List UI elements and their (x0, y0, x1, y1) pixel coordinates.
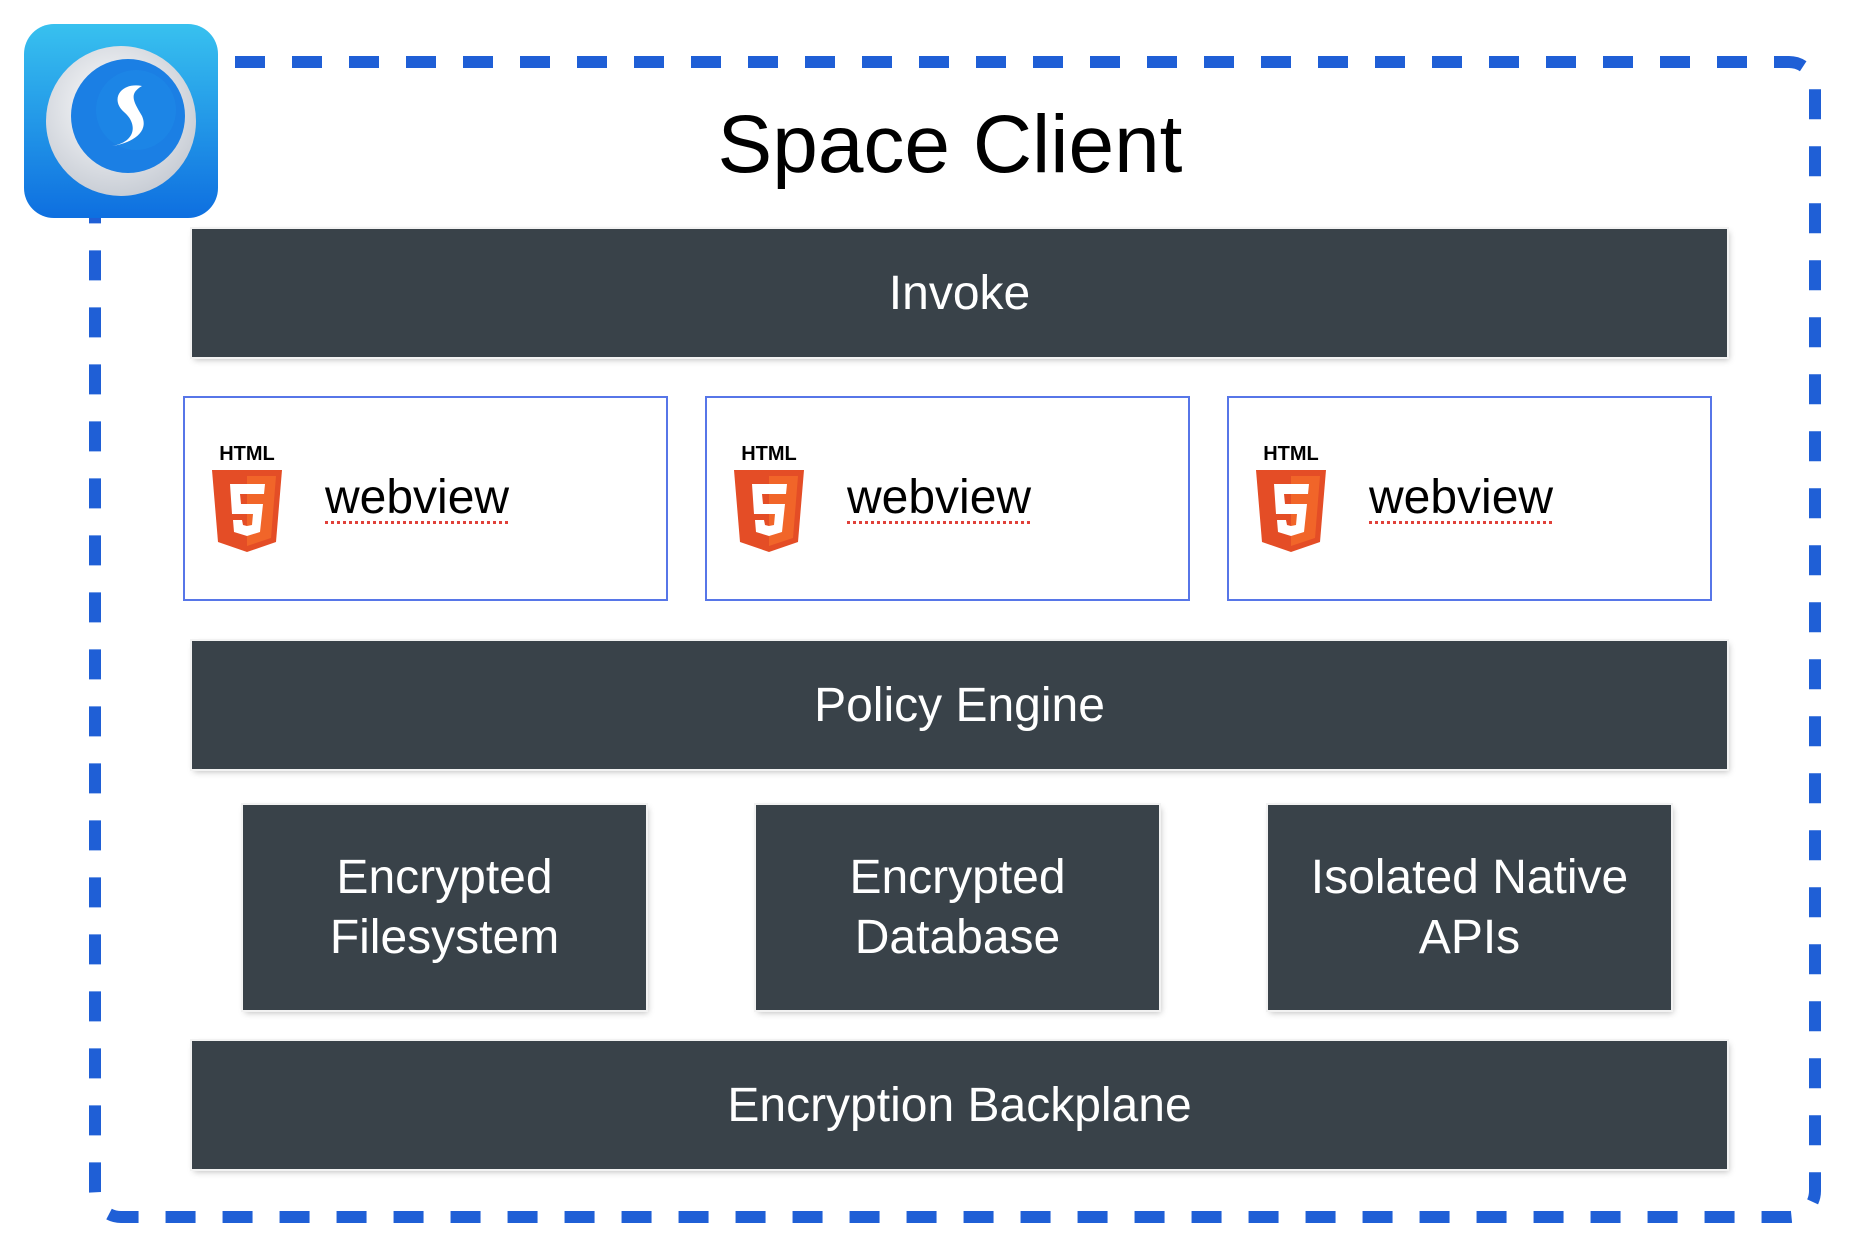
tile-label-line-1: Encrypted (336, 850, 553, 904)
tile-label-line-2: Filesystem (329, 910, 560, 964)
encryption-backplane-layer: Encryption Backplane (192, 1041, 1727, 1169)
webview-box: HTML webview (705, 396, 1190, 601)
invoke-layer: Invoke (192, 229, 1727, 357)
html5-badge-text: HTML (741, 443, 797, 465)
tile-label-line-1: Encrypted (849, 850, 1066, 904)
invoke-layer-label: Invoke (888, 266, 1031, 320)
policy-engine-layer: Policy Engine (192, 641, 1727, 769)
html5-badge-text: HTML (1263, 443, 1319, 465)
webview-label: webview (325, 471, 510, 524)
encryption-backplane-layer-label: Encryption Backplane (727, 1078, 1192, 1132)
html5-icon: HTML (734, 443, 804, 552)
space-client-app-icon (24, 24, 218, 218)
diagram-title: Space Client (717, 99, 1183, 190)
tile-label-line-1: Isolated Native (1310, 850, 1629, 904)
tile-label-line-2: APIs (1418, 910, 1521, 964)
isolated-native-apis-tile: Isolated Native APIs (1268, 805, 1671, 1010)
webview-box: HTML webview (183, 396, 668, 601)
webview-box: HTML webview (1227, 396, 1712, 601)
policy-engine-layer-label: Policy Engine (814, 678, 1105, 732)
webview-label: webview (1369, 471, 1554, 524)
tile-label-line-2: Database (854, 910, 1061, 964)
html5-badge-text: HTML (219, 443, 275, 465)
webview-label: webview (847, 471, 1032, 524)
encrypted-filesystem-tile: Encrypted Filesystem (243, 805, 646, 1010)
encrypted-database-tile: Encrypted Database (756, 805, 1159, 1010)
html5-icon: HTML (1256, 443, 1326, 552)
html5-icon: HTML (212, 443, 282, 552)
